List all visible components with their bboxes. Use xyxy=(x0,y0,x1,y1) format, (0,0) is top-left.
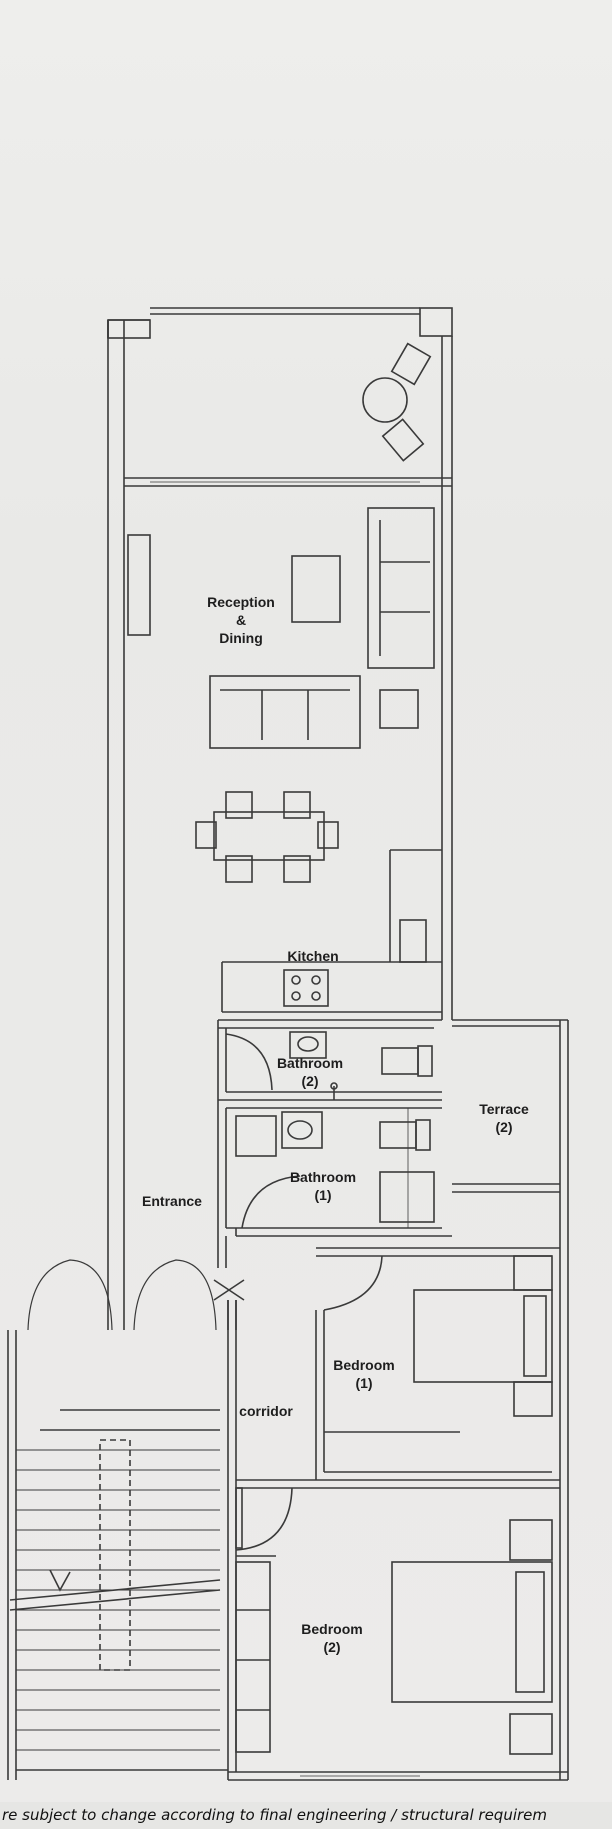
reception-label: Reception & Dining xyxy=(196,593,286,647)
bedroom-1-label: Bedroom (1) xyxy=(324,1356,404,1392)
corridor-label: corridor xyxy=(239,1403,293,1419)
kitchen-label: Kitchen xyxy=(287,948,339,964)
bathroom-1-label: Bathroom (1) xyxy=(280,1168,366,1204)
bedroom-1-walls xyxy=(315,1247,560,1481)
kitchen-counters xyxy=(221,849,442,1013)
bathroom-2-name: Bathroom xyxy=(276,1055,344,1071)
terrace-name: Terrace xyxy=(479,1101,529,1117)
bathroom-1-name: Bathroom xyxy=(289,1169,357,1185)
staircase xyxy=(7,1259,228,1780)
bathroom-2-walls xyxy=(217,1019,442,1101)
reception-label-line3: Dining xyxy=(219,630,263,646)
terrace-label: Terrace (2) xyxy=(464,1100,544,1136)
terrace-number: (2) xyxy=(495,1119,513,1135)
disclaimer-footer: re subject to change according to final … xyxy=(0,1802,612,1829)
terrace-walls xyxy=(452,1183,560,1193)
reception-furniture xyxy=(127,507,435,883)
bedroom-2-name: Bedroom xyxy=(301,1621,363,1637)
outer-walls xyxy=(107,307,569,1781)
bathroom-2-number: (2) xyxy=(301,1073,319,1089)
bedroom-1-name: Bedroom xyxy=(333,1357,395,1373)
bathroom-1-walls xyxy=(217,1100,452,1237)
bedroom-2-furniture xyxy=(235,1519,553,1755)
bathroom-2-label: Bathroom (2) xyxy=(270,1054,350,1090)
bedroom-2-number: (2) xyxy=(323,1639,341,1655)
balcony-furniture xyxy=(362,342,432,462)
entrance-corridor-walls xyxy=(213,1236,560,1557)
bedroom-1-number: (1) xyxy=(355,1375,373,1391)
bathroom-1-number: (1) xyxy=(314,1187,332,1203)
reception-label-line1: Reception xyxy=(207,594,275,610)
bedroom-2-label: Bedroom (2) xyxy=(292,1620,372,1656)
entrance-label: Entrance xyxy=(142,1193,202,1209)
reception-label-line2: & xyxy=(235,612,247,628)
